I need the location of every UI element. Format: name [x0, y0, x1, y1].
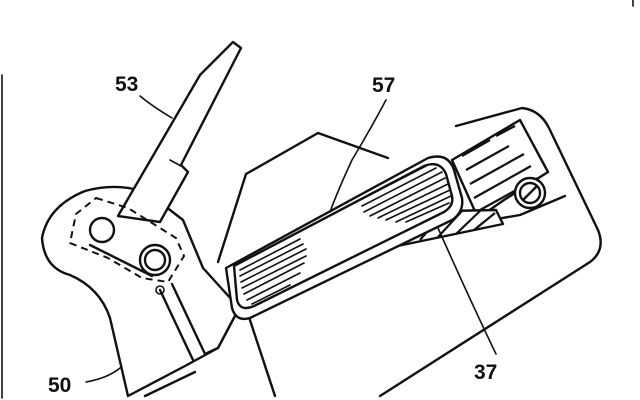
guide-rod-outer [158, 288, 195, 362]
label-53: 53 [115, 73, 138, 96]
lower-housing-base [143, 370, 197, 398]
leader-53 [139, 95, 173, 119]
leader-37 [437, 227, 497, 355]
sleeve-57-shading [239, 165, 452, 305]
pivot-pin-left [88, 216, 116, 244]
dashed-cam-plate [68, 196, 186, 284]
pivot-pin-right-inner [143, 248, 167, 272]
label-50: 50 [48, 374, 71, 397]
link-bar [88, 243, 154, 278]
sleeve-57 [232, 163, 454, 310]
leader-50 [85, 367, 121, 383]
screw-slot-ring [518, 181, 542, 205]
arm-53-slot [169, 159, 182, 167]
tray-frame [378, 106, 602, 398]
label-37: 37 [474, 361, 497, 384]
upper-housing-plate [216, 131, 390, 264]
small-pin [155, 285, 165, 295]
screw-slot [521, 184, 539, 202]
label-57: 57 [372, 74, 395, 97]
guide-rod-inner [170, 282, 207, 356]
arm-53 [116, 40, 243, 224]
leader-57 [329, 99, 387, 213]
